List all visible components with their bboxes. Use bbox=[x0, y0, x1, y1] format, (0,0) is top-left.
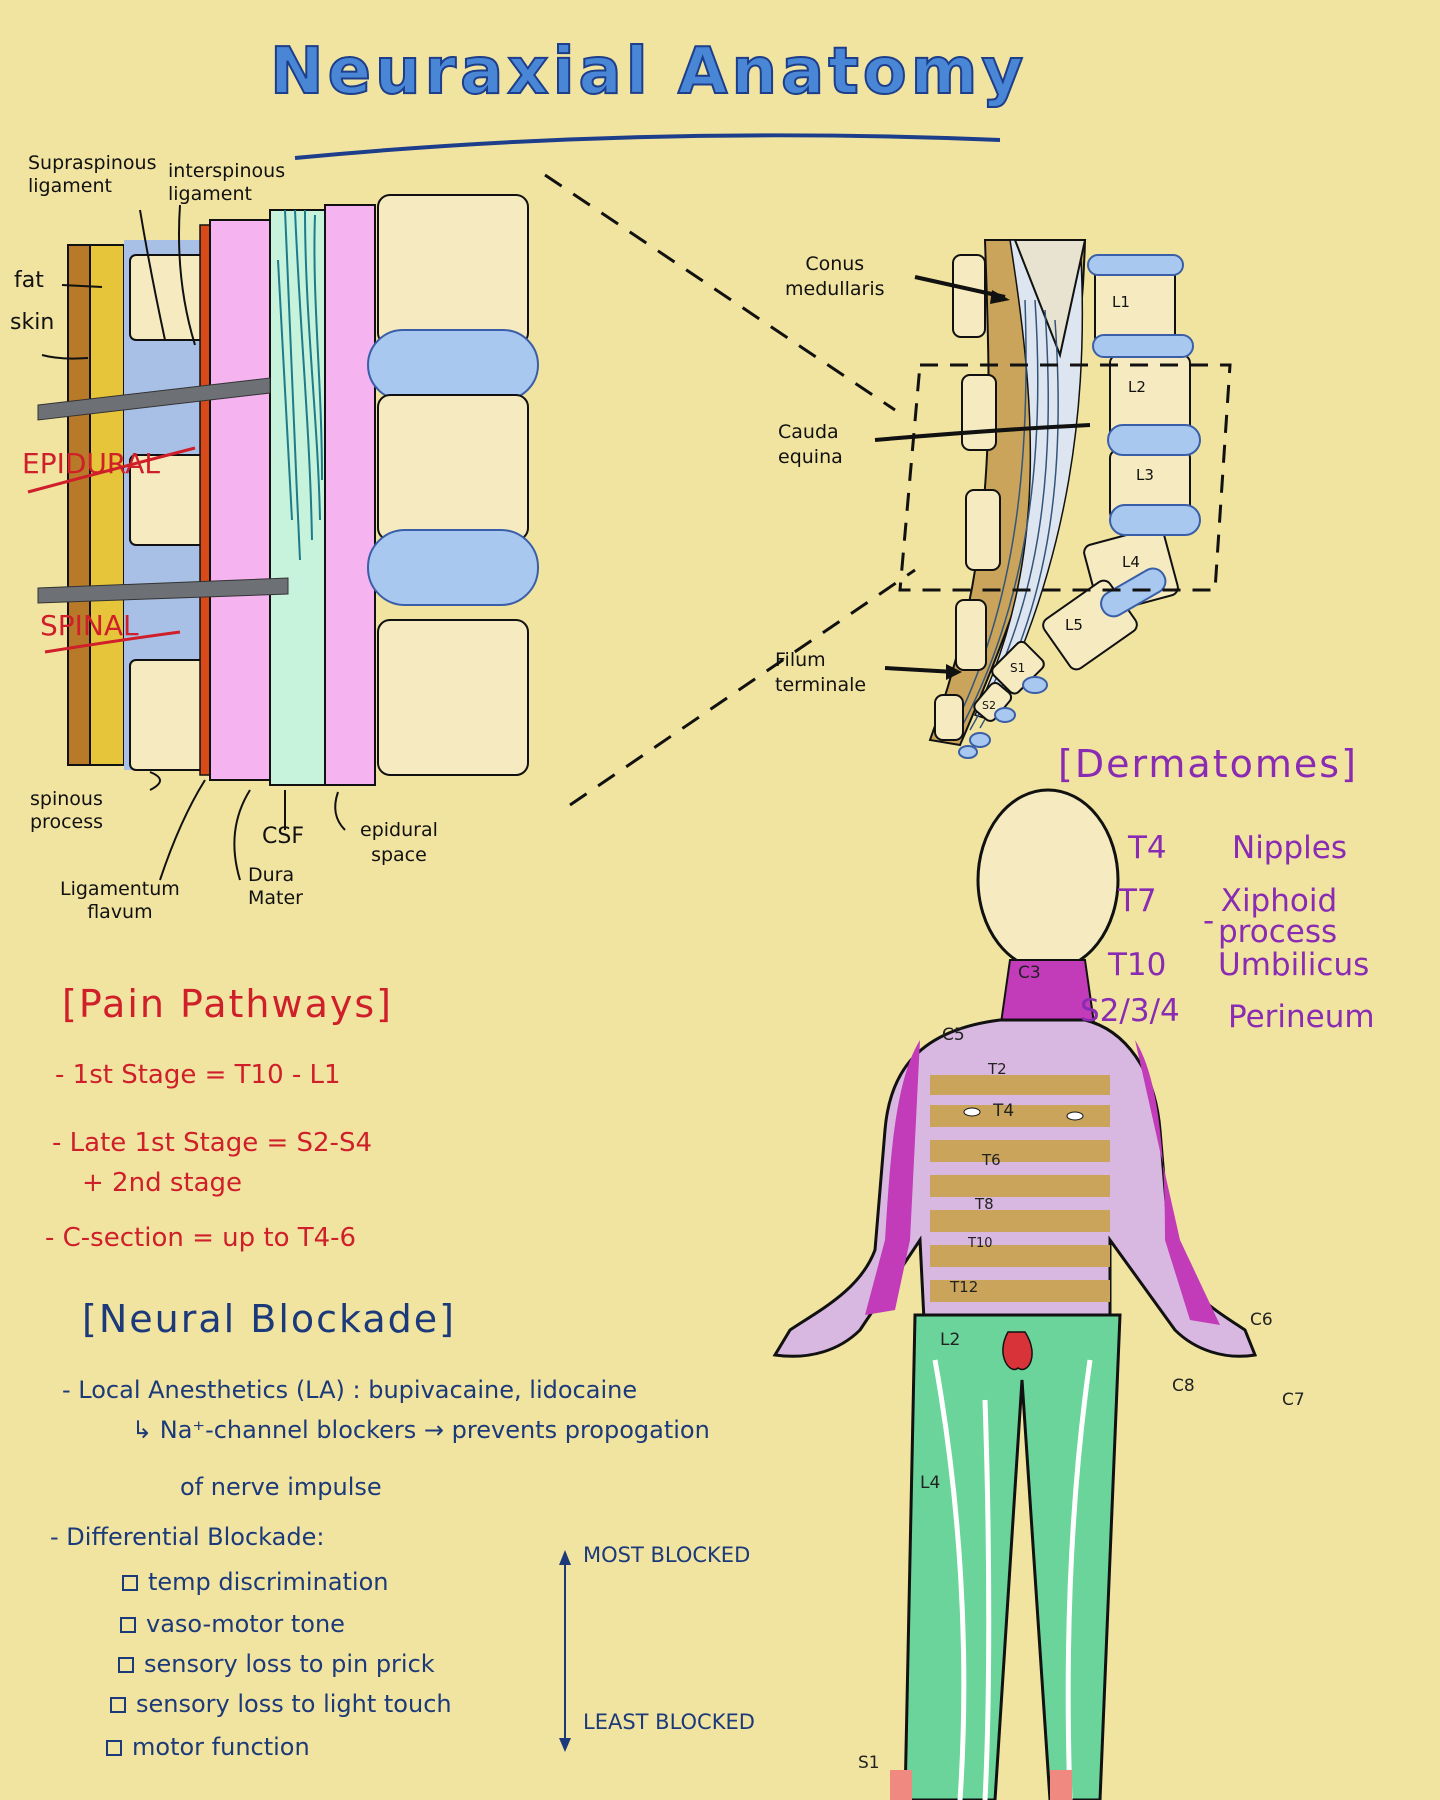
body-label: C3 bbox=[1018, 965, 1041, 982]
body-label: S1 bbox=[858, 1755, 880, 1772]
vertebra-label: L1 bbox=[1112, 295, 1130, 310]
least-blocked-label: LEAST BLOCKED bbox=[583, 1712, 755, 1733]
checklist-item: sensory loss to light touch bbox=[110, 1692, 452, 1716]
checklist-item: motor function bbox=[106, 1735, 310, 1759]
derm-level: T10 bbox=[1108, 950, 1166, 981]
dura-mater bbox=[210, 220, 270, 780]
vertebra-label: S2 bbox=[982, 700, 996, 711]
body-label: L4 bbox=[920, 1475, 940, 1492]
vertebral-body-1 bbox=[378, 195, 528, 345]
ligamentum-flavum bbox=[200, 225, 210, 775]
dermatomes-heading: [Dermatomes] bbox=[1058, 745, 1358, 783]
label-cauda: Cauda equina bbox=[778, 420, 843, 469]
derm-level: T4 bbox=[1128, 833, 1167, 864]
label-csf: CSF bbox=[262, 826, 304, 848]
checklist-item: sensory loss to pin prick bbox=[118, 1652, 435, 1676]
label-conus: Conus medullaris bbox=[785, 252, 885, 301]
derm-level: S2/3/4 bbox=[1080, 996, 1180, 1027]
vertebra-label: S1 bbox=[1010, 662, 1025, 674]
vertebral-body-2 bbox=[378, 395, 528, 540]
pain-item: - Late 1st Stage = S2-S4 bbox=[52, 1130, 372, 1156]
pain-item: - 1st Stage = T10 - L1 bbox=[55, 1062, 341, 1088]
blockade-line: - Differential Blockade: bbox=[50, 1525, 324, 1549]
label-epidural: EPIDURAL bbox=[22, 450, 160, 478]
vertebra-label: L4 bbox=[1122, 555, 1140, 570]
label-fat: fat bbox=[14, 270, 44, 292]
body-label: T4 bbox=[993, 1103, 1014, 1120]
vertebra-label: L5 bbox=[1065, 618, 1083, 633]
checkbox-icon bbox=[118, 1657, 134, 1673]
title-underline bbox=[295, 135, 1000, 158]
spine-cross-section bbox=[28, 195, 538, 880]
disc-1 bbox=[368, 330, 538, 400]
label-spinous-process: spinous process bbox=[30, 788, 103, 834]
most-blocked-label: MOST BLOCKED bbox=[583, 1545, 750, 1566]
vertebra-label: L3 bbox=[1136, 468, 1154, 483]
checkbox-icon bbox=[106, 1740, 122, 1756]
label-interspinous: interspinous ligament bbox=[168, 160, 285, 206]
derm-dash: - bbox=[1203, 906, 1214, 937]
label-supraspinous: Supraspinous ligament bbox=[28, 152, 156, 198]
derm-site: Umbilicus bbox=[1218, 950, 1369, 981]
label-spinal: SPINAL bbox=[40, 612, 139, 640]
derm-site: Perineum bbox=[1228, 1002, 1375, 1033]
checkbox-icon bbox=[120, 1617, 136, 1633]
body-label: C6 bbox=[1250, 1312, 1273, 1329]
body-label: C5 bbox=[942, 1027, 965, 1044]
pain-pathways-heading: [Pain Pathways] bbox=[62, 985, 393, 1023]
pain-item: - C-section = up to T4-6 bbox=[45, 1225, 356, 1251]
checkbox-icon bbox=[110, 1697, 126, 1713]
body-label: T12 bbox=[950, 1280, 978, 1295]
body-label: C7 bbox=[1282, 1392, 1305, 1409]
checklist-item: temp discrimination bbox=[122, 1570, 389, 1594]
label-epidural-space: epidural space bbox=[360, 818, 438, 867]
page-title: Neuraxial Anatomy bbox=[270, 40, 1027, 104]
neural-blockade-heading: [Neural Blockade] bbox=[82, 1300, 456, 1338]
blockade-line: - Local Anesthetics (LA) : bupivacaine, … bbox=[62, 1378, 637, 1402]
label-skin: skin bbox=[10, 312, 54, 334]
checkbox-icon bbox=[122, 1575, 138, 1591]
body-label: T2 bbox=[988, 1062, 1007, 1077]
lumbar-sagittal-view bbox=[875, 240, 1230, 758]
body-label: T6 bbox=[982, 1153, 1001, 1168]
label-ligamentum-flavum: Ligamentum flavum bbox=[60, 878, 180, 924]
derm-site: Xiphoid process bbox=[1218, 886, 1337, 948]
label-dura-mater: Dura Mater bbox=[248, 864, 303, 910]
derm-site: Nipples bbox=[1232, 833, 1347, 864]
blockade-line: of nerve impulse bbox=[180, 1475, 382, 1499]
body-label: T10 bbox=[968, 1237, 992, 1250]
pain-item: + 2nd stage bbox=[82, 1170, 242, 1196]
vertebra-label: L2 bbox=[1128, 380, 1146, 395]
disc-2 bbox=[368, 530, 538, 605]
body-label: C8 bbox=[1172, 1378, 1195, 1395]
body-label: T8 bbox=[975, 1197, 994, 1212]
fat-layer bbox=[90, 245, 124, 765]
derm-level: T7 bbox=[1118, 886, 1157, 917]
skin-layer bbox=[68, 245, 90, 765]
epidural-space-layer bbox=[325, 205, 375, 785]
label-filum: Filum terminale bbox=[775, 648, 866, 697]
dermatome-figure bbox=[775, 790, 1255, 1800]
vertebral-body-3 bbox=[378, 620, 528, 775]
checklist-item: vaso-motor tone bbox=[120, 1612, 345, 1636]
body-label: L2 bbox=[940, 1332, 960, 1349]
blockade-line: ↳ Na⁺-channel blockers → prevents propog… bbox=[132, 1418, 710, 1442]
